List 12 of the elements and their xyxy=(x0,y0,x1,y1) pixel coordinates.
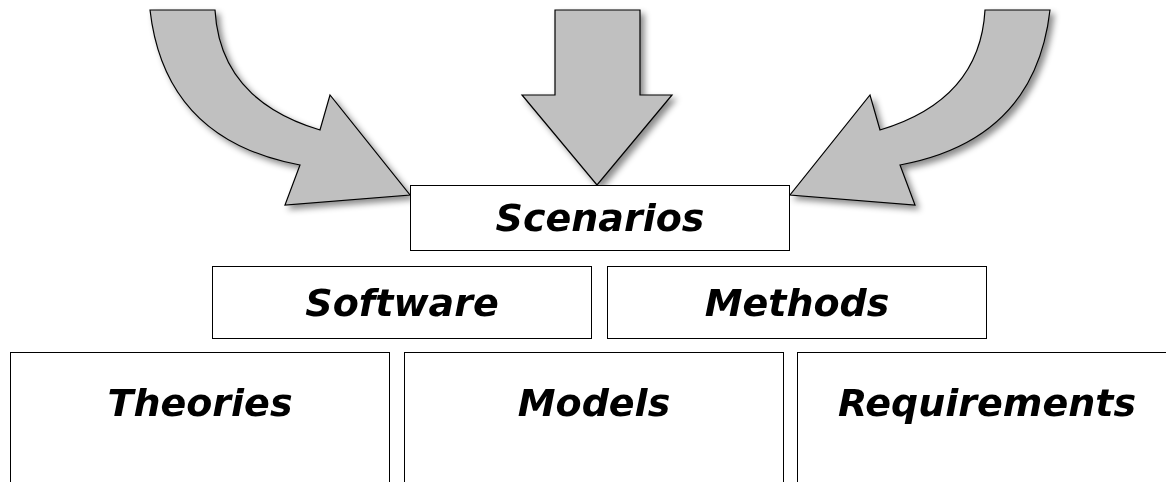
box-label: Scenarios xyxy=(495,196,705,240)
label-box xyxy=(10,352,390,482)
label-box xyxy=(410,185,790,251)
box-label: Software xyxy=(305,280,499,325)
label-box xyxy=(797,352,1166,482)
box-label: Methods xyxy=(704,280,890,325)
box-label: Requirements xyxy=(837,381,1137,425)
label-box xyxy=(212,266,592,339)
box-label: Theories xyxy=(107,381,293,425)
label-box xyxy=(404,352,784,482)
box-label: Models xyxy=(517,381,671,425)
label-box xyxy=(607,266,987,339)
